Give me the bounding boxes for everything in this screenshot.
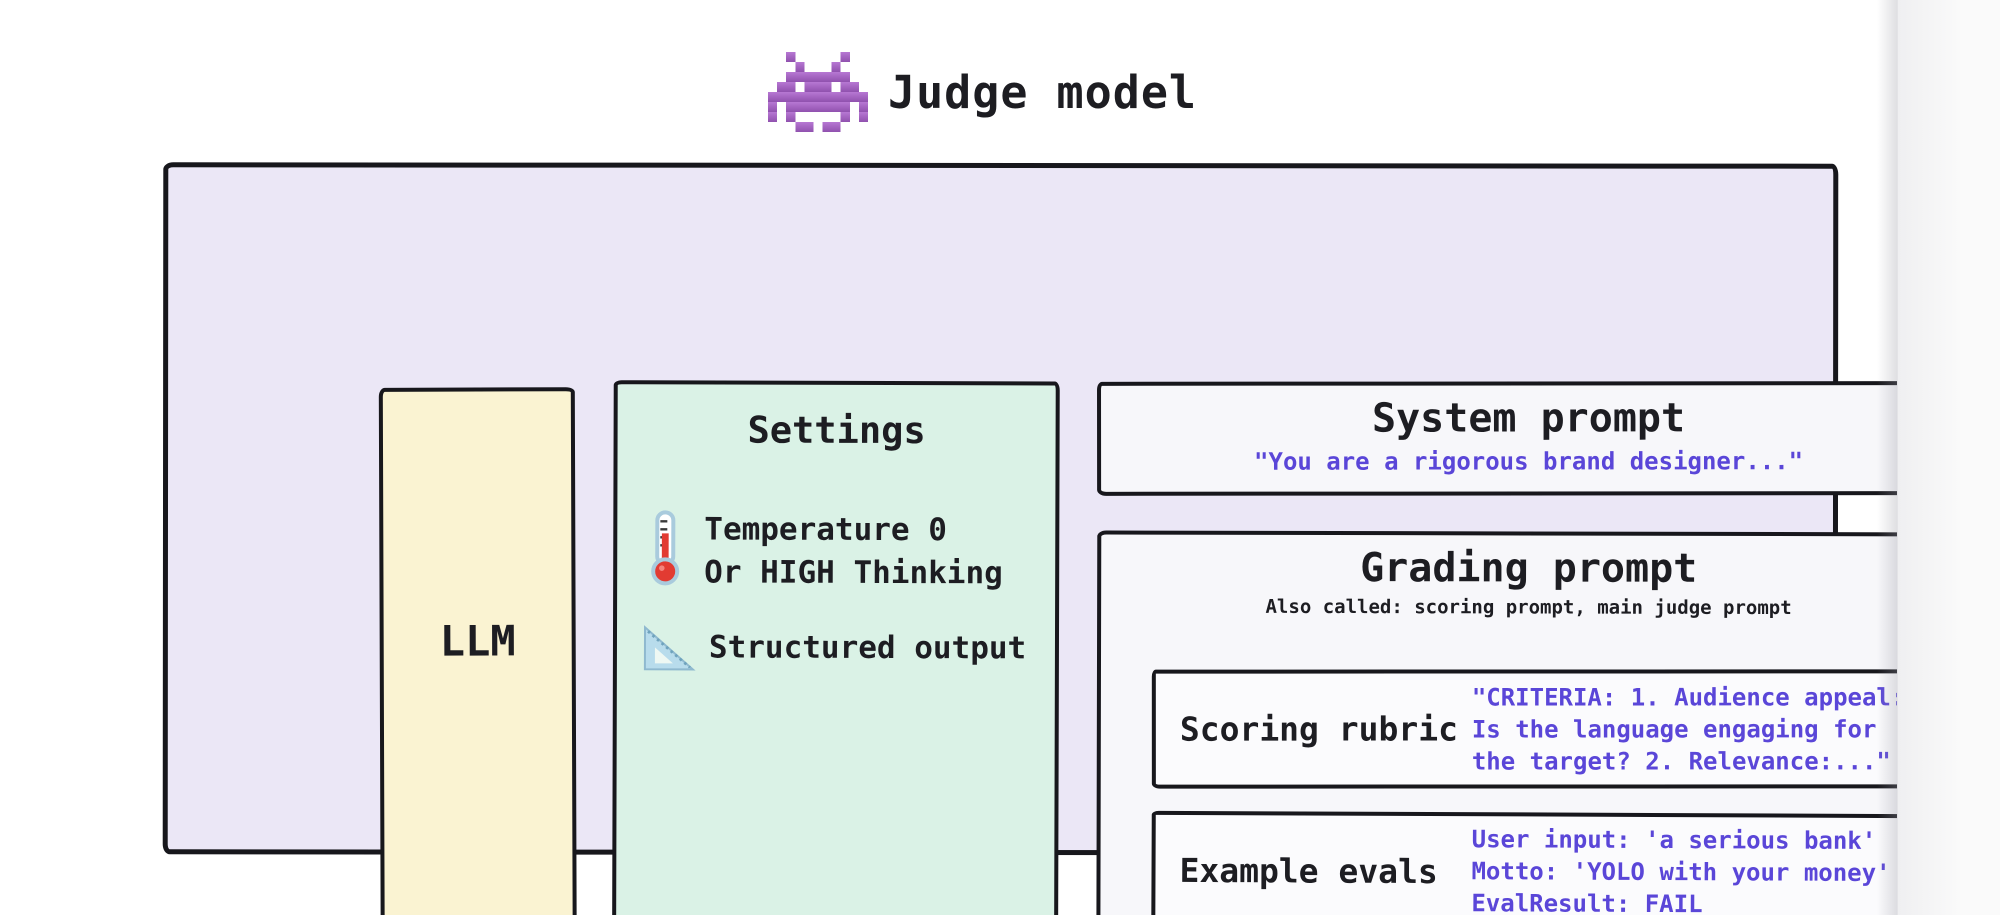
system-prompt-quote: "You are a rigorous brand designer..." xyxy=(1254,447,1804,476)
example-evals-text: User input: 'a serious bank' Motto: 'YOL… xyxy=(1471,825,1891,915)
scoring-rubric-box: Scoring rubric "CRITERIA: 1. Audience ap… xyxy=(1151,669,1922,789)
example-evals-box: Example evals User input: 'a serious ban… xyxy=(1151,810,1922,915)
system-prompt-title: System prompt xyxy=(1371,395,1686,442)
setting-item-structured-output: Structured output xyxy=(642,622,1026,673)
llm-box: LLM xyxy=(378,387,577,915)
grading-prompt-title: Grading prompt xyxy=(1360,545,1698,592)
setting-temperature-text: Temperature 0 Or HIGH Thinking xyxy=(704,511,1003,592)
grading-prompt-subtitle: Also called: scoring prompt, main judge … xyxy=(1265,595,1792,620)
llm-label: LLM xyxy=(439,616,516,666)
scoring-rubric-label: Scoring rubric xyxy=(1179,709,1459,749)
setting-structured-output-text: Structured output xyxy=(708,628,1027,666)
setting-item-temperature: Temperature 0 Or HIGH Thinking xyxy=(639,508,1003,595)
grading-prompt-box: Grading prompt Also called: scoring prom… xyxy=(1096,530,1961,915)
page-edge-shadow xyxy=(1877,0,1897,915)
scoring-rubric-text: "CRITERIA: 1. Audience appeal: Is the la… xyxy=(1471,682,1906,776)
example-evals-label: Example evals xyxy=(1179,850,1438,891)
space-invader-icon xyxy=(768,52,868,132)
judge-model-box: LLM Settings xyxy=(162,162,1961,915)
system-prompt-box: System prompt "You are a rigorous brand … xyxy=(1097,381,1961,496)
page-right-margin xyxy=(1897,0,2000,915)
page-title: Judge model xyxy=(888,65,1198,119)
triangular-ruler-icon xyxy=(643,625,696,671)
settings-title: Settings xyxy=(747,408,926,453)
settings-box: Settings Temperature xyxy=(611,380,1060,915)
content-area: Judge model LLM Settings xyxy=(162,0,1961,915)
thermometer-icon xyxy=(651,510,680,586)
